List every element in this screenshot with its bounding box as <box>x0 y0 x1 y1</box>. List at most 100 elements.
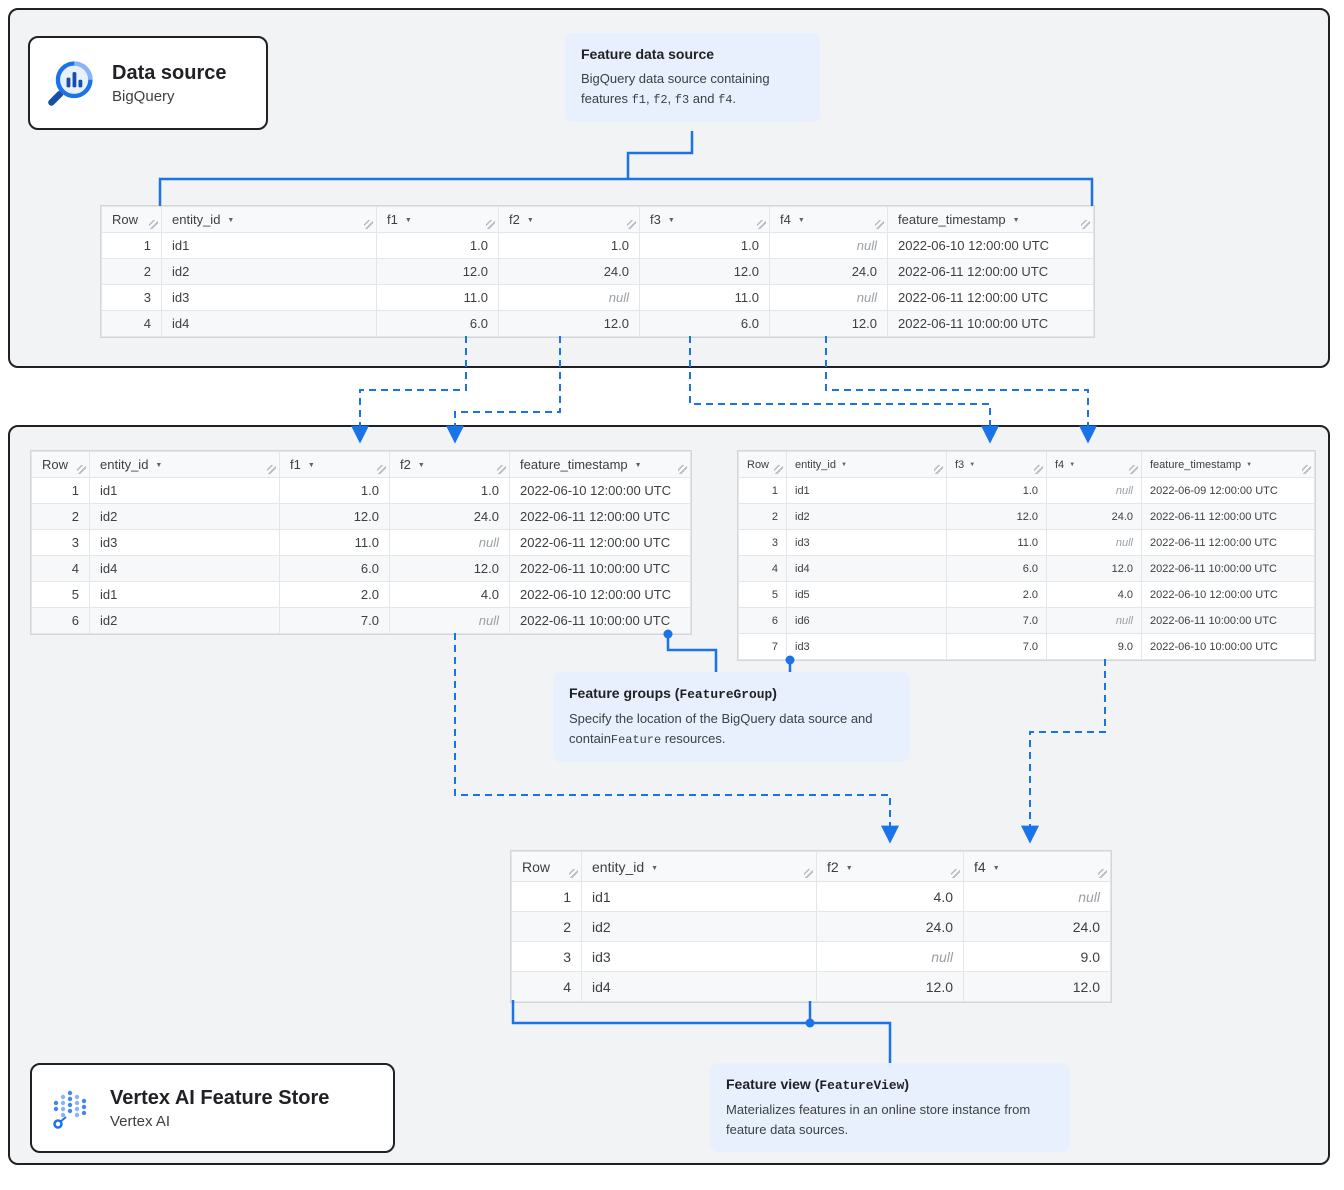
data-source-card: Data source BigQuery <box>28 36 268 130</box>
cell-entity_id: id3 <box>581 941 817 972</box>
column-header-f2[interactable]: f2▼ <box>816 851 964 882</box>
cell-f2: null <box>389 607 510 634</box>
cell-entity_id: id2 <box>89 607 280 634</box>
cell-feature_timestamp: 2022-06-10 12:00:00 UTC <box>509 581 691 608</box>
row-number-cell: 6 <box>31 607 90 634</box>
cell-entity_id: id2 <box>786 503 947 530</box>
cell-f1: 12.0 <box>376 258 499 285</box>
row-number-cell: 2 <box>101 258 162 285</box>
feature-data-source-callout: Feature data source BigQuery data source… <box>565 33 820 123</box>
column-header-feature_timestamp[interactable]: feature_timestamp▼ <box>1141 451 1315 478</box>
cell-feature_timestamp: 2022-06-10 10:00:00 UTC <box>1141 633 1315 660</box>
cell-entity_id: id3 <box>161 284 377 311</box>
row-number-cell: 1 <box>101 232 162 259</box>
column-label: f4 <box>1055 458 1065 471</box>
column-resize-grip[interactable] <box>757 220 766 229</box>
column-header-entity_id[interactable]: entity_id▼ <box>581 851 817 882</box>
cell-feature_timestamp: 2022-06-11 12:00:00 UTC <box>509 529 691 556</box>
column-header-f3[interactable]: f3▼ <box>946 451 1047 478</box>
cell-f1: 11.0 <box>376 284 499 311</box>
row-number-cell: 3 <box>31 529 90 556</box>
column-resize-grip[interactable] <box>377 465 386 474</box>
column-header-entity_id[interactable]: entity_id▼ <box>161 206 377 233</box>
column-label: f3 <box>650 212 661 227</box>
column-resize-grip[interactable] <box>486 220 495 229</box>
column-header-feature_timestamp[interactable]: feature_timestamp▼ <box>887 206 1094 233</box>
row-number-cell: 4 <box>738 555 787 582</box>
column-resize-grip[interactable] <box>951 869 960 878</box>
text-segment: resources. <box>661 730 726 746</box>
code-token: Feature <box>610 732 662 747</box>
cell-feature_timestamp: 2022-06-09 12:00:00 UTC <box>1141 477 1315 504</box>
column-resize-grip[interactable] <box>1034 465 1043 474</box>
cell-feature_timestamp: 2022-06-10 12:00:00 UTC <box>887 232 1094 259</box>
column-header-f2[interactable]: f2▼ <box>498 206 640 233</box>
callout-body: Specify the location of the BigQuery dat… <box>569 709 894 749</box>
text-segment: . <box>732 90 737 106</box>
column-resize-grip[interactable] <box>804 869 813 878</box>
column-header-f4[interactable]: f4▼ <box>963 851 1111 882</box>
column-header-f3[interactable]: f3▼ <box>639 206 770 233</box>
row-number-cell: 1 <box>31 477 90 504</box>
cell-f4: 24.0 <box>1046 503 1142 530</box>
column-header-f4[interactable]: f4▼ <box>769 206 888 233</box>
sort-caret-icon: ▼ <box>1246 461 1253 468</box>
column-resize-grip[interactable] <box>149 220 158 229</box>
callout-body: Materializes features in an online store… <box>726 1100 1054 1139</box>
column-header-entity_id[interactable]: entity_id▼ <box>89 451 280 478</box>
column-header-f1[interactable]: f1▼ <box>279 451 390 478</box>
row-number-cell: 4 <box>511 971 582 1002</box>
column-resize-grip[interactable] <box>1302 465 1311 474</box>
cell-f4: 24.0 <box>963 911 1111 942</box>
column-label: entity_id <box>172 212 221 227</box>
cell-f1: 2.0 <box>279 581 390 608</box>
column-resize-grip[interactable] <box>627 220 636 229</box>
column-resize-grip[interactable] <box>678 465 687 474</box>
sort-caret-icon: ▼ <box>155 462 163 469</box>
cell-f1: 7.0 <box>279 607 390 634</box>
text-segment: , <box>667 90 675 106</box>
column-header-entity_id[interactable]: entity_id▼ <box>786 451 947 478</box>
cell-entity_id: id3 <box>786 633 947 660</box>
column-resize-grip[interactable] <box>1129 465 1138 474</box>
column-header-f4[interactable]: f4▼ <box>1046 451 1142 478</box>
cell-f1: 11.0 <box>279 529 390 556</box>
cell-f4: 12.0 <box>963 971 1111 1002</box>
column-resize-grip[interactable] <box>497 465 506 474</box>
cell-f4: null <box>769 284 888 311</box>
cell-f3: 1.0 <box>639 232 770 259</box>
column-header-feature_timestamp[interactable]: feature_timestamp▼ <box>509 451 691 478</box>
cell-f3: 11.0 <box>639 284 770 311</box>
column-resize-grip[interactable] <box>1098 869 1107 878</box>
column-resize-grip[interactable] <box>934 465 943 474</box>
column-header-f2[interactable]: f2▼ <box>389 451 510 478</box>
column-resize-grip[interactable] <box>1081 220 1090 229</box>
feature-view-callout: Feature view (FeatureView) Materializes … <box>710 1063 1070 1152</box>
cell-entity_id: id5 <box>786 581 947 608</box>
column-resize-grip[interactable] <box>774 465 783 474</box>
column-header-f1[interactable]: f1▼ <box>376 206 499 233</box>
cell-f3: 1.0 <box>946 477 1047 504</box>
column-label: f2 <box>509 212 520 227</box>
column-resize-grip[interactable] <box>569 869 578 878</box>
cell-entity_id: id1 <box>161 232 377 259</box>
column-resize-grip[interactable] <box>364 220 373 229</box>
column-label: f2 <box>827 858 839 875</box>
column-label: f4 <box>780 212 791 227</box>
column-resize-grip[interactable] <box>77 465 86 474</box>
cell-entity_id: id4 <box>581 971 817 1002</box>
cell-feature_timestamp: 2022-06-10 12:00:00 UTC <box>509 477 691 504</box>
cell-f2: 1.0 <box>498 232 640 259</box>
column-resize-grip[interactable] <box>267 465 276 474</box>
column-resize-grip[interactable] <box>875 220 884 229</box>
